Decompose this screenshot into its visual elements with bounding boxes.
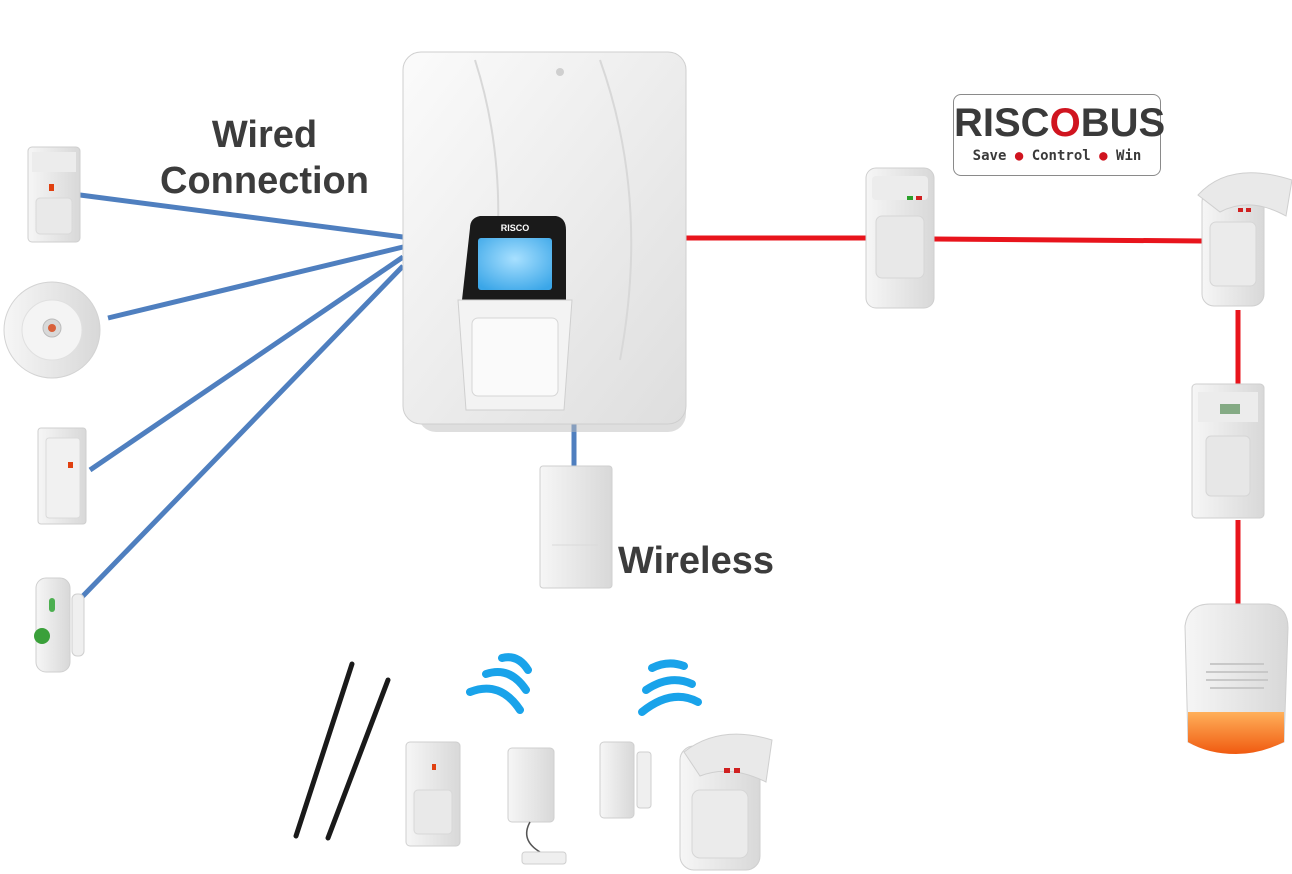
- wired-pir-detector: [27, 146, 81, 243]
- logo-brand: RISCOBUS: [954, 101, 1166, 145]
- wired-line-1: [79, 192, 404, 240]
- lcd-screen: [478, 238, 552, 290]
- riscobus-logo: RISCOBUS Save ● Control ● Win: [953, 94, 1166, 176]
- wireless-signal-icon: [466, 653, 532, 714]
- wireless-receiver: [539, 465, 613, 589]
- bus-outdoor-detector: [1197, 172, 1292, 307]
- bus-connection-lines: [686, 235, 1241, 604]
- wired-line-3: [88, 254, 405, 473]
- wireless-beam-detector: [293, 661, 391, 841]
- logo-tagline: Save ● Control ● Win: [972, 148, 1142, 164]
- keypad[interactable]: RISCO: [457, 216, 573, 411]
- wireless-shock-detector: [507, 747, 567, 865]
- wireless-outdoor-detector: [679, 733, 773, 871]
- wired-glass-break-detector: [37, 427, 87, 525]
- wired-connection-label: Wired Connection: [160, 112, 369, 204]
- wireless-door-contact: [599, 741, 652, 819]
- wired-label-line1: Wired: [211, 114, 318, 156]
- bus-siren: [1184, 603, 1289, 754]
- wireless-label: Wireless: [618, 540, 774, 582]
- wired-door-contact: [34, 577, 85, 673]
- bus-line-2: [933, 236, 1203, 244]
- bus-pir-detector-2: [1191, 383, 1265, 519]
- wired-line-4: [80, 264, 405, 599]
- wireless-pir-detector: [405, 741, 461, 847]
- wired-line-2: [107, 244, 404, 321]
- svg-text:RISCO: RISCO: [501, 223, 530, 233]
- control-panel: RISCO: [402, 51, 687, 432]
- bus-pir-detector: [865, 167, 935, 309]
- wireless-signal-icon: [638, 659, 702, 716]
- wired-label-line2: Connection: [160, 160, 369, 202]
- wired-ceiling-detector: [3, 281, 101, 379]
